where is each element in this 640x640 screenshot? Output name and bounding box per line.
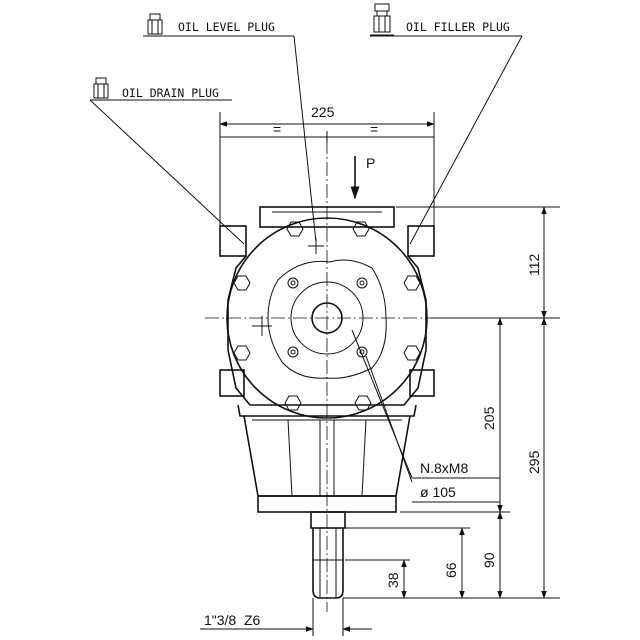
oil-drain-plug-label: OIL DRAIN PLUG bbox=[122, 86, 219, 100]
equal-left-mark: = bbox=[273, 121, 281, 137]
oil-drain-plug-icon bbox=[90, 77, 112, 101]
plug-leader-lines bbox=[89, 35, 523, 245]
bolt-pattern-label: N.8xM8 bbox=[420, 460, 468, 476]
spline-dimension bbox=[200, 598, 372, 636]
oil-level-plug-icon bbox=[144, 13, 166, 37]
bolt-circle-label: ø 105 bbox=[420, 484, 456, 500]
top-height-value: 112 bbox=[526, 253, 542, 276]
output-shaft bbox=[310, 511, 346, 599]
width-dimension-value: 225 bbox=[311, 104, 335, 120]
spline-spec-label: 1"3/8 Z6 bbox=[204, 612, 261, 628]
shaft-spline-value: 66 bbox=[443, 562, 459, 578]
centerlines bbox=[205, 140, 450, 612]
oil-level-plug-label: OIL LEVEL PLUG bbox=[178, 20, 275, 34]
force-arrow-label: P bbox=[366, 155, 375, 171]
bolt-circle-leader bbox=[351, 329, 500, 503]
shaft-length-value: 90 bbox=[481, 552, 497, 568]
housing-hex-nuts bbox=[233, 221, 421, 411]
center-to-shaft-end-value: 295 bbox=[526, 450, 542, 474]
flange-bolts bbox=[287, 277, 368, 358]
shaft-key-value: 38 bbox=[385, 572, 401, 588]
equal-right-mark: = bbox=[370, 121, 378, 137]
oil-filler-plug-label: OIL FILLER PLUG bbox=[406, 20, 510, 34]
vertical-dimensions bbox=[343, 206, 560, 599]
oil-filler-plug-icon bbox=[370, 3, 394, 36]
center-to-flange-value: 205 bbox=[481, 406, 497, 430]
